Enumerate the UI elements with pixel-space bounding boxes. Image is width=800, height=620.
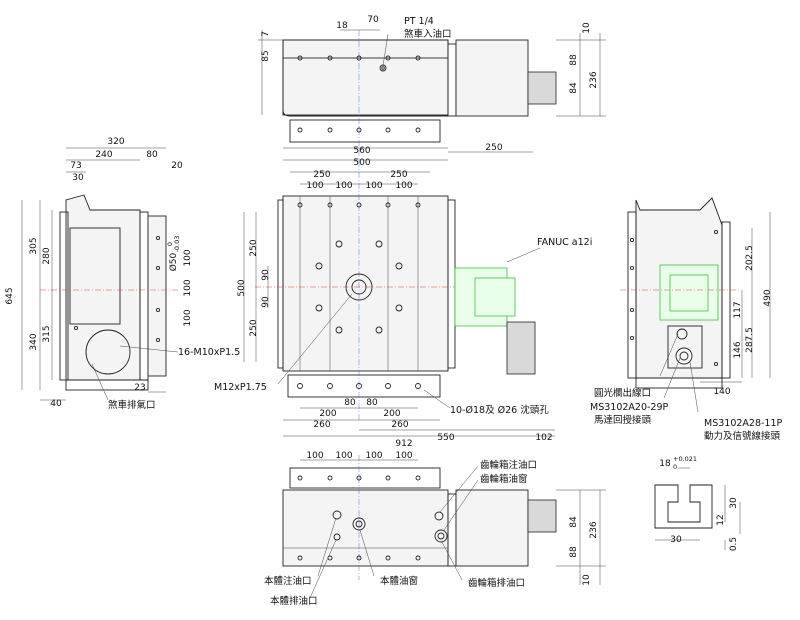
dim-80-f-left: 80	[344, 398, 356, 408]
dim-30-detail-h: 30	[670, 535, 682, 545]
b-pitch-100-1: 100	[306, 451, 323, 461]
dim-340: 340	[29, 333, 39, 350]
label-body-oil-window: 本體油窗	[380, 575, 418, 587]
b-pitch-100-3: 100	[365, 451, 382, 461]
dim-12-detail: 12	[716, 514, 726, 525]
dim-23: 23	[134, 383, 145, 393]
dim-20: 20	[171, 161, 183, 171]
dim-7: 7	[261, 31, 271, 37]
front-view: 560 500 250 250 250 100 100 100 100 250 …	[214, 143, 592, 449]
dim-0-5-detail: 0.5	[729, 537, 739, 551]
label-ms-20-29p: MS3102A20-29P	[590, 402, 669, 413]
dim-18-detail: 18	[659, 459, 671, 469]
tol-detail-upper: +0.021	[673, 455, 697, 463]
dim-30-left: 30	[72, 173, 84, 183]
dim-500: 500	[353, 158, 370, 168]
dim-100-c: 100	[183, 309, 193, 326]
dim-90-a: 90	[261, 269, 271, 281]
dim-18: 18	[336, 21, 348, 31]
dim-320: 320	[107, 137, 124, 147]
dim-260-left: 260	[313, 420, 330, 430]
dim-10-bottom: 10	[582, 574, 592, 586]
label-ms-28-11p: MS3102A28-11P	[704, 418, 783, 429]
dim-30-detail-v: 30	[729, 497, 739, 509]
tol-detail-lower: 0	[673, 463, 677, 471]
pitch-100-4: 100	[395, 181, 412, 191]
dim-phi50: Ø50	[168, 252, 179, 271]
label-power-signal: 動力及信號線接頭	[704, 430, 781, 442]
dim-88-top: 88	[569, 54, 579, 66]
tslot-detail: 18 +0.021 0 30 12 30 0.5	[654, 455, 741, 551]
label-cable-out: 圓光欄出線口	[594, 387, 651, 399]
dim-73: 73	[70, 161, 81, 171]
dim-490: 490	[763, 289, 773, 306]
dim-912: 912	[395, 439, 412, 449]
dim-80-left: 80	[146, 150, 158, 160]
left-view: 320 240 80 20 73 30 645 305 280 340 315 …	[5, 137, 240, 411]
pitch-100-3: 100	[365, 181, 382, 191]
pitch-100-2: 100	[335, 181, 352, 191]
label-m12: M12xP1.75	[214, 382, 267, 393]
dim-550: 550	[437, 433, 454, 443]
b-pitch-100-4: 100	[395, 451, 412, 461]
top-view: 7 85 18 70 PT 1/4 煞車入油口 10 88 84 236	[258, 15, 606, 150]
dim-236-bottom: 236	[589, 521, 599, 538]
bottom-view: 100 100 100 100 84 236 88 10 齒輪箱注油口 齒輪箱油…	[264, 451, 606, 607]
dim-102: 102	[535, 433, 552, 443]
pitch-100-1: 100	[306, 181, 323, 191]
dim-117: 117	[733, 301, 743, 318]
label-motor-feedback: 馬達回授接頭	[594, 414, 652, 426]
dim-80-f-right: 80	[366, 398, 378, 408]
label-fanuc: FANUC a12i	[537, 237, 592, 248]
dim-305: 305	[29, 237, 39, 254]
label-brake-vent: 煞車排氣口	[108, 399, 156, 411]
dim-250-left: 250	[313, 170, 330, 180]
tol-phi50-upper: 0	[166, 242, 174, 246]
b-pitch-100-2: 100	[335, 451, 352, 461]
label-pt-1-4: PT 1/4	[404, 16, 434, 27]
dim-100-a: 100	[183, 249, 193, 266]
label-body-oil-in: 本體注油口	[264, 575, 312, 587]
dim-240: 240	[95, 150, 112, 160]
dim-202-5: 202.5	[745, 245, 755, 271]
dim-84-bottom: 84	[569, 516, 579, 528]
dim-280: 280	[42, 247, 52, 264]
dim-85: 85	[261, 50, 271, 61]
dim-146: 146	[733, 341, 743, 358]
dim-88-bottom: 88	[569, 546, 579, 558]
dim-236-top: 236	[589, 71, 599, 88]
dim-10-top: 10	[582, 22, 592, 34]
dim-90-b: 90	[261, 296, 271, 308]
dim-250-motor: 250	[485, 143, 502, 153]
label-gear-oil-out: 齒輪箱排油口	[468, 577, 525, 589]
dim-40: 40	[50, 399, 62, 409]
label-gear-oil-window: 齒輪箱油窗	[480, 473, 528, 485]
label-gear-oil-in: 齒輪箱注油口	[480, 459, 537, 471]
dim-500-v: 500	[237, 279, 247, 296]
label-body-oil-out: 本體排油口	[270, 595, 318, 607]
label-holes: 10-Ø18及 Ø26 沈頭孔	[450, 404, 549, 416]
dim-200-right: 200	[383, 409, 400, 419]
dim-70: 70	[367, 15, 379, 25]
dim-84-top: 84	[569, 82, 579, 94]
right-view: 202.5 490 117 287.5 146 140 圓光欄出線口 MS310…	[590, 197, 783, 442]
dim-315: 315	[42, 325, 52, 342]
dim-100-b: 100	[183, 279, 193, 296]
dim-250-right: 250	[390, 170, 407, 180]
dim-260-right: 260	[391, 420, 408, 430]
dim-200-left: 200	[319, 409, 336, 419]
dim-287-5: 287.5	[745, 327, 755, 353]
dim-140: 140	[713, 387, 730, 397]
label-brake-oil-in: 煞車入油口	[404, 28, 452, 40]
dim-250-v-top: 250	[249, 239, 259, 256]
dim-250-v-bot: 250	[249, 319, 259, 336]
dim-645: 645	[5, 287, 15, 304]
label-16-m10: 16-M10xP1.5	[178, 347, 240, 358]
tol-phi50-lower: -0.03	[173, 236, 181, 253]
dim-560: 560	[353, 146, 370, 156]
